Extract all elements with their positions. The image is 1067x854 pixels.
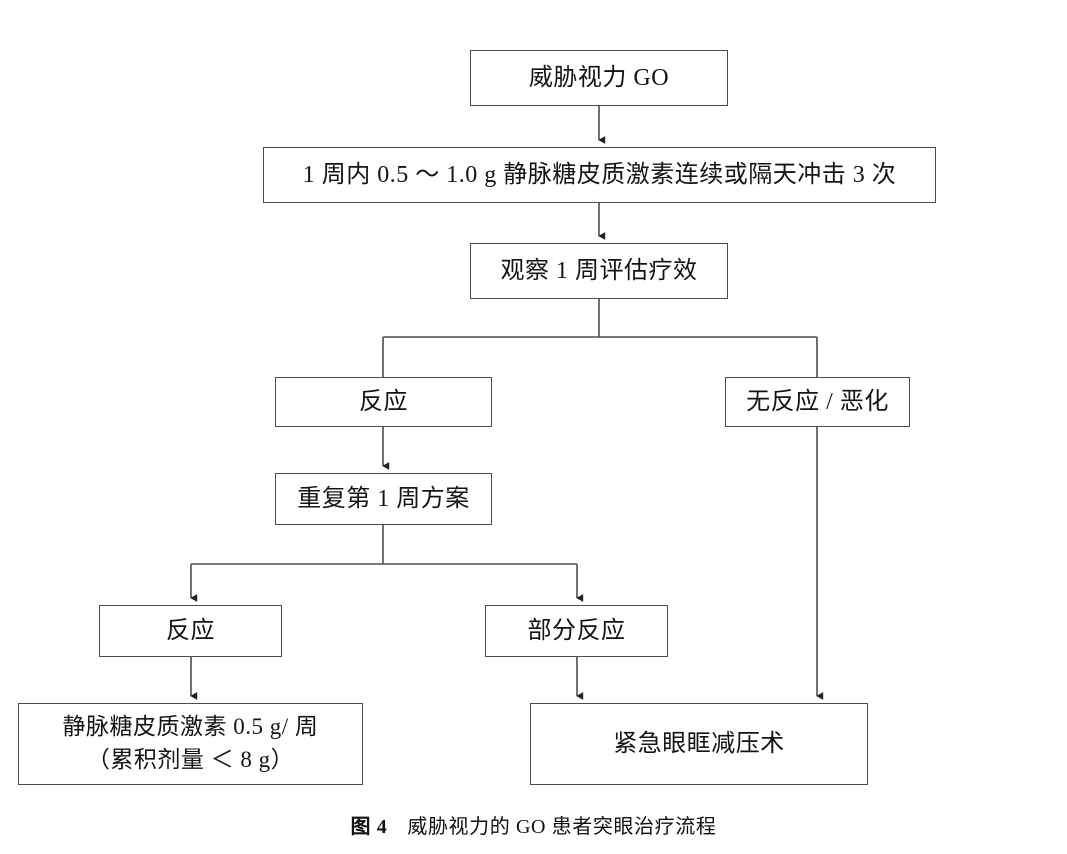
node-urgent-orbital-decompression[interactable]: 紧急眼眶减压术 (530, 703, 868, 785)
node-label: 静脉糖皮质激素 0.5 g/ 周 （累积剂量 ＜ 8 g） (62, 714, 319, 772)
node-label: 反应 (359, 388, 408, 415)
node-response-first[interactable]: 反应 (275, 377, 492, 427)
node-observe-assess-efficacy[interactable]: 观察 1 周评估疗效 (470, 243, 728, 299)
edge-observe-split (382, 299, 818, 377)
node-label: 无反应 / 恶化 (746, 388, 889, 415)
node-pulse-steroid-regimen[interactable]: 1 周内 0.5 ～ 1.0 g 静脉糖皮质激素连续或隔天冲击 3 次 (263, 147, 936, 203)
node-label: 紧急眼眶减压术 (613, 730, 785, 757)
node-label: 1 周内 0.5 ～ 1.0 g 静脉糖皮质激素连续或隔天冲击 3 次 (302, 161, 897, 188)
node-repeat-week-one-regimen[interactable]: 重复第 1 周方案 (275, 473, 492, 525)
edge-repeat-split-stem (191, 525, 577, 565)
figure-caption-label: 图 4 (350, 816, 388, 838)
node-maintenance-steroid-dose[interactable]: 静脉糖皮质激素 0.5 g/ 周 （累积剂量 ＜ 8 g） (18, 703, 363, 785)
node-label: 重复第 1 周方案 (297, 485, 470, 512)
node-threatening-vision-go[interactable]: 威胁视力 GO (470, 50, 728, 106)
node-response-second[interactable]: 反应 (99, 605, 282, 657)
node-no-response-or-worsening[interactable]: 无反应 / 恶化 (725, 377, 910, 427)
figure-caption-text: 威胁视力的 GO 患者突眼治疗流程 (407, 816, 717, 838)
node-partial-response[interactable]: 部分反应 (485, 605, 668, 657)
node-label: 部分反应 (527, 617, 626, 644)
figure-caption: 图 4 威胁视力的 GO 患者突眼治疗流程 (0, 810, 1067, 839)
node-label: 观察 1 周评估疗效 (500, 257, 698, 284)
node-label: 反应 (166, 617, 215, 644)
node-label: 威胁视力 GO (528, 64, 670, 91)
